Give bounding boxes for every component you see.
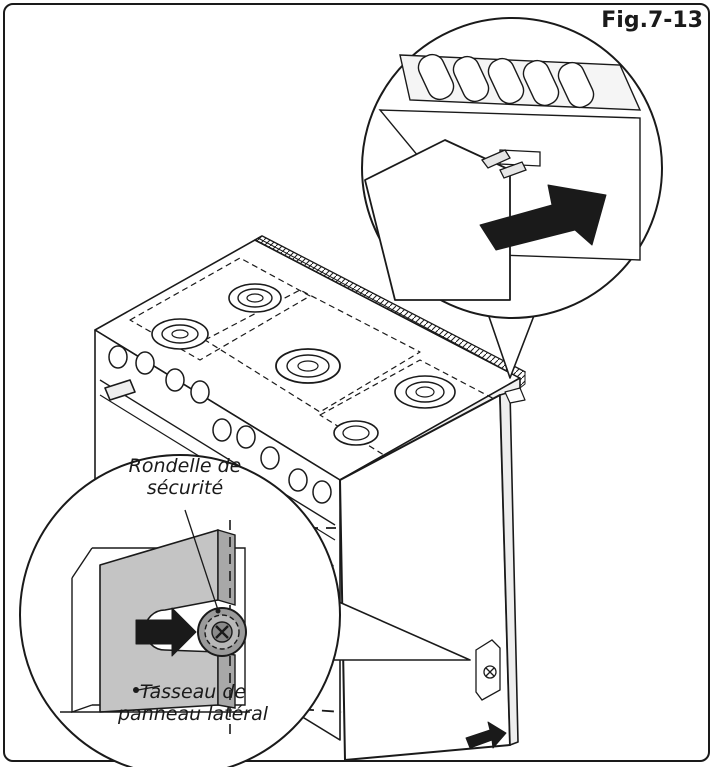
arrow-right-icon [135,607,197,657]
burner-center [275,348,341,384]
panel-push-arrow-icon [465,721,507,749]
upper-callout-pointer [484,299,541,379]
washer-detail-circle [19,454,341,767]
washer-callout-line-1: Rondelle de [128,455,242,477]
panel-hook-detail-circle [361,17,663,319]
burner-back-right [394,375,456,409]
cleat-callout-line-2: panneau latéral [118,702,268,725]
oven-handle [104,379,136,401]
cleat-leader-line [137,685,161,691]
washer-callout-line-2: sécurité [146,476,224,499]
washer-callout: Rondelle de sécurité [114,455,256,500]
burners [151,283,456,446]
lower-callout-pointer [322,597,471,661]
burner-back-left [228,283,282,313]
cleat-callout: Tasseau de panneau latéral [110,681,276,726]
panel-cleat-small [475,639,501,701]
cleat-callout-line-1: Tasseau de [139,681,247,703]
control-knobs [108,345,332,504]
burner-front-right [333,420,379,446]
burner-front-left [151,318,209,350]
lock-washer-icon [197,607,247,657]
figure-label: Fig.7-13 [601,8,703,33]
side-panel [339,387,526,761]
hook-push-arrow-icon [479,184,607,251]
washer-leader-line [184,509,219,611]
